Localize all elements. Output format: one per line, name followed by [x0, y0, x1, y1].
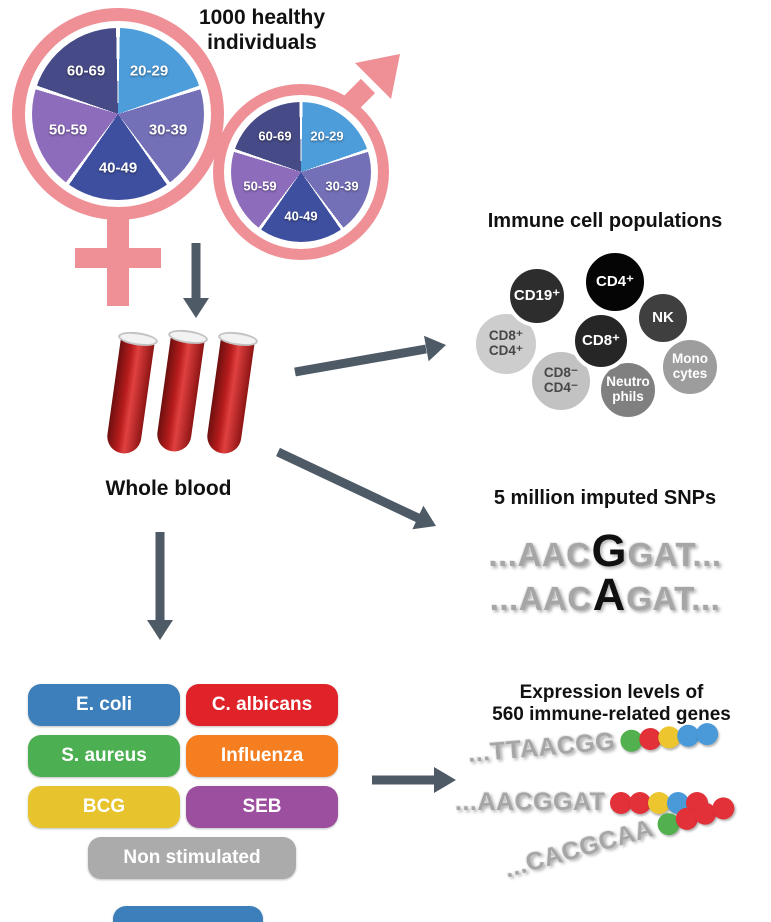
- gene-sequence: ...TTAACGG: [466, 727, 617, 768]
- snp-seq-post: GAT...: [626, 580, 721, 617]
- whole-blood-label: Whole blood: [105, 477, 232, 500]
- cell-label: Mono: [672, 351, 708, 367]
- age-label-20-29: 20-29: [129, 62, 169, 80]
- cell-label: NK: [652, 308, 674, 326]
- cell-label: cytes: [672, 366, 708, 381]
- gene-sequence: ...AACGGAT: [455, 788, 606, 816]
- expression-title: Expression levels of 560 immune-related …: [452, 682, 771, 727]
- gene-sequence: ...CACGCAA: [501, 814, 657, 884]
- age-label-30-39: 30-39: [148, 121, 188, 139]
- cropped-pill: [113, 906, 263, 922]
- stimulus-influenza: Influenza: [186, 735, 338, 777]
- expression-dots: [619, 721, 719, 753]
- cell-cd8: CD8⁺: [571, 311, 631, 371]
- age-label-60-69: 60-69: [66, 62, 106, 80]
- blue-dot: [694, 721, 719, 746]
- expression-title-line1: Expression levels of: [519, 682, 704, 703]
- cell-label: CD8⁺: [488, 328, 524, 344]
- snp-seq-pre: ...AAC: [489, 580, 592, 617]
- stimulus-non-stimulated: Non stimulated: [88, 837, 296, 879]
- blood-tube: [103, 329, 159, 462]
- cell-cd4: CD4⁺: [582, 249, 648, 315]
- stimulus-bcg: BCG: [28, 786, 180, 828]
- age-label-40-49: 40-49: [98, 159, 138, 177]
- blood-tube: [203, 329, 259, 462]
- age-label-20-29: 20-29: [310, 128, 344, 144]
- male-age-pie: 20-29 30-39 40-49 50-59 60-69: [231, 102, 371, 242]
- stimulus-seb: SEB: [186, 786, 338, 828]
- immune-cells-title: Immune cell populations: [487, 210, 723, 232]
- red-dot: [610, 791, 633, 814]
- cell-label: CD19⁺: [513, 286, 561, 304]
- red-dot: [629, 791, 652, 814]
- arrow-to-snps: [276, 447, 420, 523]
- female-symbol: 20-29 30-39 40-49 50-59 60-69: [12, 8, 224, 308]
- blood-tube: [153, 327, 209, 460]
- female-cross-horizontal: [75, 248, 161, 268]
- age-label-60-69: 60-69: [258, 128, 292, 144]
- age-label-50-59: 50-59: [243, 178, 277, 194]
- figure-title-line2: individuals: [207, 30, 317, 54]
- snp-seq-pre: ...AAC: [488, 536, 591, 573]
- cell-label: Neutro: [606, 374, 650, 390]
- cell-monocytes: Mono cytes: [659, 336, 721, 398]
- stimulus-c-albicans: C. albicans: [186, 684, 338, 726]
- figure-title: 1000 healthy individuals: [162, 6, 362, 56]
- age-label-50-59: 50-59: [48, 121, 88, 139]
- snp-seq-post: GAT...: [627, 536, 722, 573]
- snp-variant-letter: A: [592, 569, 626, 620]
- stimulus-s-aureus: S. aureus: [28, 735, 180, 777]
- arrow-to-cells: [294, 344, 427, 377]
- cell-label: CD4⁺: [488, 343, 524, 358]
- age-label-30-39: 30-39: [325, 178, 359, 194]
- snps-title: 5 million imputed SNPs: [493, 487, 717, 509]
- blood-tubes: [105, 327, 282, 470]
- yellow-dot: [648, 791, 671, 814]
- expression-title-line2: 560 immune-related genes: [492, 704, 731, 726]
- cell-label: phils: [612, 389, 644, 404]
- age-label-40-49: 40-49: [284, 208, 318, 224]
- cell-cd8-cd4-double-positive: CD8⁺ CD4⁺: [472, 310, 540, 378]
- figure-title-line1: 1000 healthy: [198, 6, 326, 29]
- male-symbol: 20-29 30-39 40-49 50-59 60-69: [213, 54, 503, 265]
- cell-label: CD4⁻: [543, 380, 579, 395]
- cell-cd19: CD19⁺: [506, 265, 568, 327]
- cell-label: CD8⁺: [582, 331, 620, 349]
- cell-label: CD8⁻: [543, 365, 579, 381]
- cell-label: CD4⁺: [596, 272, 634, 290]
- snp-variant-letter: G: [591, 525, 627, 576]
- stimulus-e-coli: E. coli: [28, 684, 180, 726]
- female-age-pie: 20-29 30-39 40-49 50-59 60-69: [32, 28, 204, 200]
